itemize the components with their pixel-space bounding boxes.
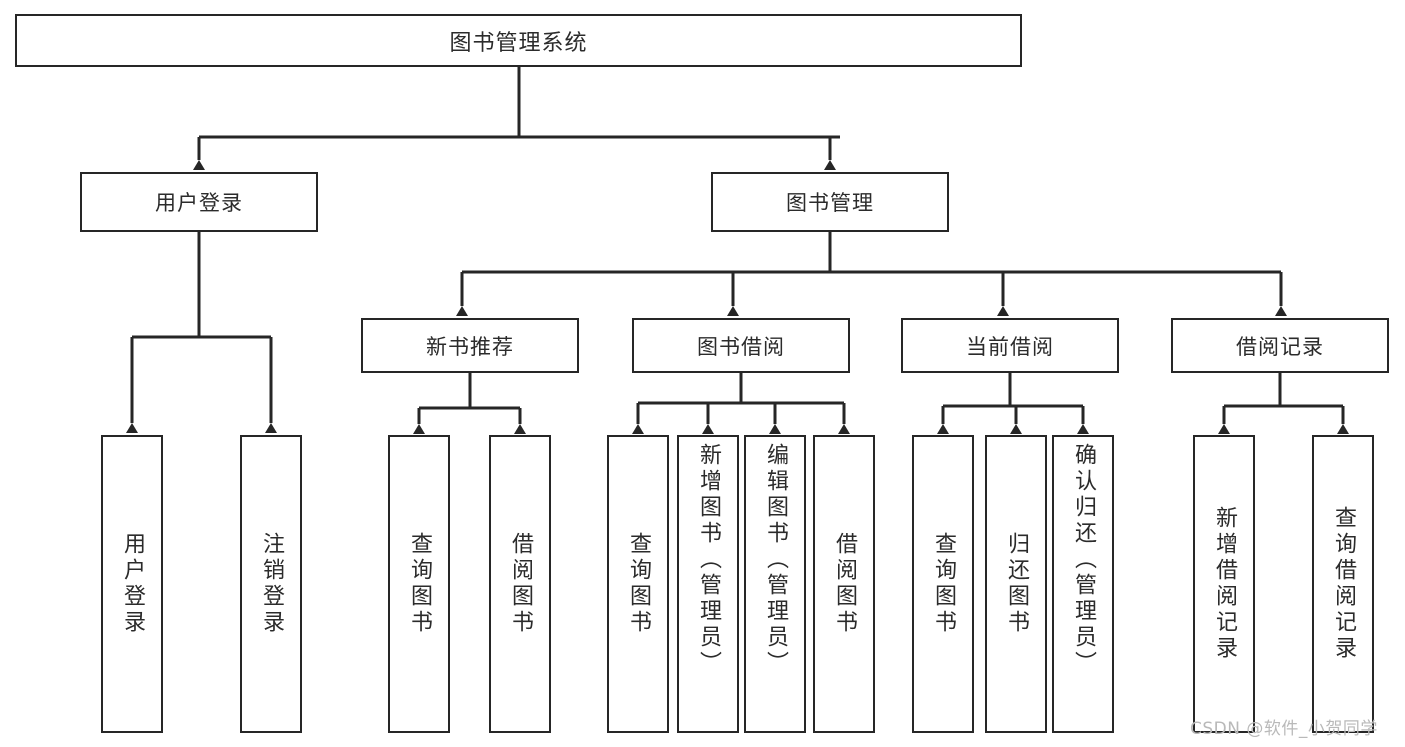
node-label: 新增借阅记录: [1212, 506, 1237, 662]
leaf-confirm-return-admin[interactable]: 确认归还（管理员）: [1052, 435, 1114, 733]
node-label: 当前借阅: [966, 334, 1054, 359]
leaf-edit-book-admin[interactable]: 编辑图书（管理员）: [744, 435, 806, 733]
node-label: 图书借阅: [697, 334, 785, 359]
node-label: 查询图书: [931, 532, 956, 636]
node-label: 用户登录: [120, 532, 145, 636]
node-label: 归还图书: [1004, 532, 1029, 636]
node-label: 用户登录: [155, 191, 243, 215]
node-label: 图书管理: [786, 191, 874, 215]
leaf-query-book-borrow[interactable]: 查询图书: [607, 435, 669, 733]
node-book-manage[interactable]: 图书管理: [711, 172, 949, 232]
node-label: 新书推荐: [426, 334, 514, 359]
node-label: 查询图书: [626, 532, 651, 636]
leaf-query-book-recommend[interactable]: 查询图书: [388, 435, 450, 733]
leaf-user-logout[interactable]: 注销登录: [240, 435, 302, 733]
leaf-query-book-current[interactable]: 查询图书: [912, 435, 974, 733]
leaf-return-book[interactable]: 归还图书: [985, 435, 1047, 733]
node-current-borrow[interactable]: 当前借阅: [901, 318, 1119, 373]
node-borrow-record[interactable]: 借阅记录: [1171, 318, 1389, 373]
csdn-watermark: CSDN @软件_小贺同学: [1190, 719, 1378, 739]
node-root-system[interactable]: 图书管理系统: [15, 14, 1022, 67]
leaf-query-borrow-record[interactable]: 查询借阅记录: [1312, 435, 1374, 733]
node-book-borrow[interactable]: 图书借阅: [632, 318, 850, 373]
leaf-borrow-book-recommend[interactable]: 借阅图书: [489, 435, 551, 733]
node-label: 借阅图书: [832, 532, 857, 636]
node-label: 借阅记录: [1236, 334, 1324, 359]
node-label: 查询图书: [407, 532, 432, 636]
leaf-user-login[interactable]: 用户登录: [101, 435, 163, 733]
leaf-add-book-admin[interactable]: 新增图书（管理员）: [677, 435, 739, 733]
node-label: 查询借阅记录: [1331, 506, 1356, 662]
node-label: 借阅图书: [508, 532, 533, 636]
node-label: 注销登录: [259, 532, 284, 636]
node-new-book-recommend[interactable]: 新书推荐: [361, 318, 579, 373]
node-label: 新增图书（管理员）: [696, 443, 721, 677]
node-user-login[interactable]: 用户登录: [80, 172, 318, 232]
node-label: 编辑图书（管理员）: [763, 443, 788, 677]
leaf-add-borrow-record[interactable]: 新增借阅记录: [1193, 435, 1255, 733]
leaf-borrow-book[interactable]: 借阅图书: [813, 435, 875, 733]
node-label: 图书管理系统: [449, 30, 588, 56]
node-label: 确认归还（管理员）: [1071, 443, 1096, 677]
